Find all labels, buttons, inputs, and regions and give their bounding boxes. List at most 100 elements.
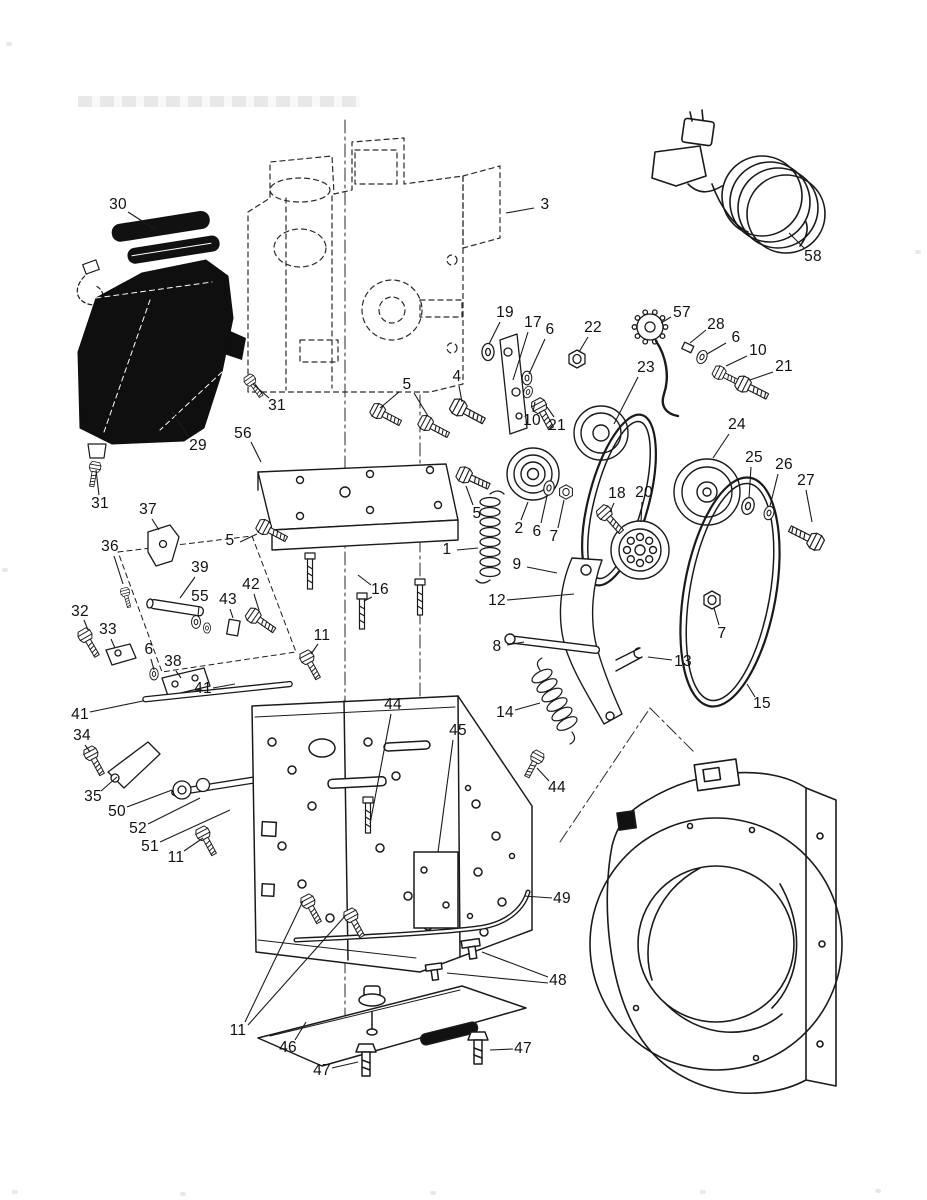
leader-line-20 <box>640 501 643 523</box>
leader-line-28 <box>689 329 707 344</box>
leader-line-33 <box>110 638 116 649</box>
bolt-47 <box>467 1031 489 1065</box>
leader-line-19 <box>488 321 501 345</box>
leader-line-6 <box>528 338 546 375</box>
leader-line-22 <box>578 336 589 353</box>
leader-line-44 <box>536 767 550 782</box>
cover-bracket <box>85 443 107 488</box>
leader-line-37 <box>151 518 160 531</box>
leader-line-34 <box>84 744 91 753</box>
leader-line-15 <box>746 683 756 698</box>
leader-line-31 <box>252 383 270 399</box>
leader-line-7 <box>557 499 565 529</box>
scan-artifact <box>180 1192 186 1196</box>
tension-spring-14 <box>531 657 578 745</box>
handle-cord <box>76 267 104 306</box>
leader-line-14 <box>514 702 541 711</box>
scan-artifact <box>6 42 12 46</box>
leader-line-5 <box>379 391 400 409</box>
leader-line-49 <box>523 895 553 899</box>
tension-spring-1 <box>475 490 505 584</box>
panel-45 <box>413 851 459 929</box>
leader-line-27 <box>805 489 813 523</box>
leader-line-11 <box>183 837 204 852</box>
leader-line-2 <box>520 501 529 521</box>
leader-line-30 <box>127 211 157 231</box>
engine <box>247 137 501 393</box>
idler-arm-group <box>504 557 643 745</box>
power-cord <box>651 109 826 254</box>
linkage-cluster <box>75 524 331 859</box>
leader-line-23 <box>613 376 639 425</box>
leader-line-45 <box>437 739 454 853</box>
leader-line-16 <box>357 574 372 586</box>
leader-line-47 <box>489 1048 514 1051</box>
leader-line-58 <box>788 232 806 250</box>
leader-line-21 <box>749 371 774 381</box>
bolt-47 <box>355 1043 377 1077</box>
leader-line-13 <box>647 656 673 661</box>
leader-line-38 <box>175 670 182 679</box>
leader-line-52 <box>147 797 201 825</box>
leader-line-29 <box>170 409 190 439</box>
leader-line-50 <box>126 789 173 808</box>
leader-line-36 <box>113 555 124 585</box>
drive-pulley-group <box>673 458 827 708</box>
idler-bracket-group <box>447 333 586 435</box>
leader-line-11 <box>244 900 304 1023</box>
scan-artifact <box>12 1190 18 1194</box>
leader-line-39 <box>179 576 196 599</box>
mounting-plate-group <box>254 401 493 630</box>
leader-line-55 <box>197 605 200 617</box>
leader-line-31 <box>95 469 100 496</box>
leader-line-44 <box>369 713 392 825</box>
chute-crank-group <box>631 309 772 418</box>
leader-line-48 <box>481 951 549 978</box>
leader-line-12 <box>506 593 575 601</box>
handle-grip <box>111 210 220 264</box>
auger-belt-group <box>573 405 657 587</box>
leader-line-3 <box>505 207 535 214</box>
scan-artifact <box>875 1189 881 1193</box>
leader-line-25 <box>748 466 752 499</box>
leader-line-35 <box>100 776 118 792</box>
cable-clip <box>424 962 443 982</box>
scan-artifact <box>430 1191 436 1195</box>
cable-clip <box>460 937 481 960</box>
bearing-pulley-group <box>594 502 670 580</box>
leader-line-24 <box>712 433 730 459</box>
leader-line-42 <box>253 593 260 611</box>
leader-line-26 <box>769 473 779 507</box>
leader-line-8 <box>506 641 525 646</box>
leader-line-7 <box>713 607 720 626</box>
leader-line-18 <box>609 502 615 513</box>
leader-line-47 <box>331 1061 359 1069</box>
leader-line-4 <box>458 385 463 403</box>
scan-artifact <box>700 1190 706 1194</box>
leader-line-10 <box>725 355 748 367</box>
scan-artifact-title <box>78 96 360 107</box>
leader-line-41 <box>89 700 144 713</box>
impeller-housing <box>589 758 843 1094</box>
leader-line-1 <box>456 547 479 551</box>
leader-line-6 <box>706 342 727 355</box>
leader-line-16 <box>363 596 373 602</box>
leader-line-48 <box>446 972 549 984</box>
scan-artifact <box>2 568 8 572</box>
frame <box>251 695 547 982</box>
leader-line-11 <box>310 643 319 655</box>
leader-line-5 <box>239 533 258 543</box>
foot-mount <box>358 985 386 1036</box>
leader-line-21 <box>546 406 555 418</box>
scan-artifact <box>915 250 921 254</box>
cotter-pin <box>615 647 643 672</box>
leader-line-41 <box>212 683 236 689</box>
leader-line-10 <box>532 401 536 413</box>
leader-line-32 <box>83 619 89 631</box>
engine-pulley-group <box>506 447 573 501</box>
leader-line-43 <box>229 608 234 619</box>
leader-line-17 <box>512 331 529 381</box>
